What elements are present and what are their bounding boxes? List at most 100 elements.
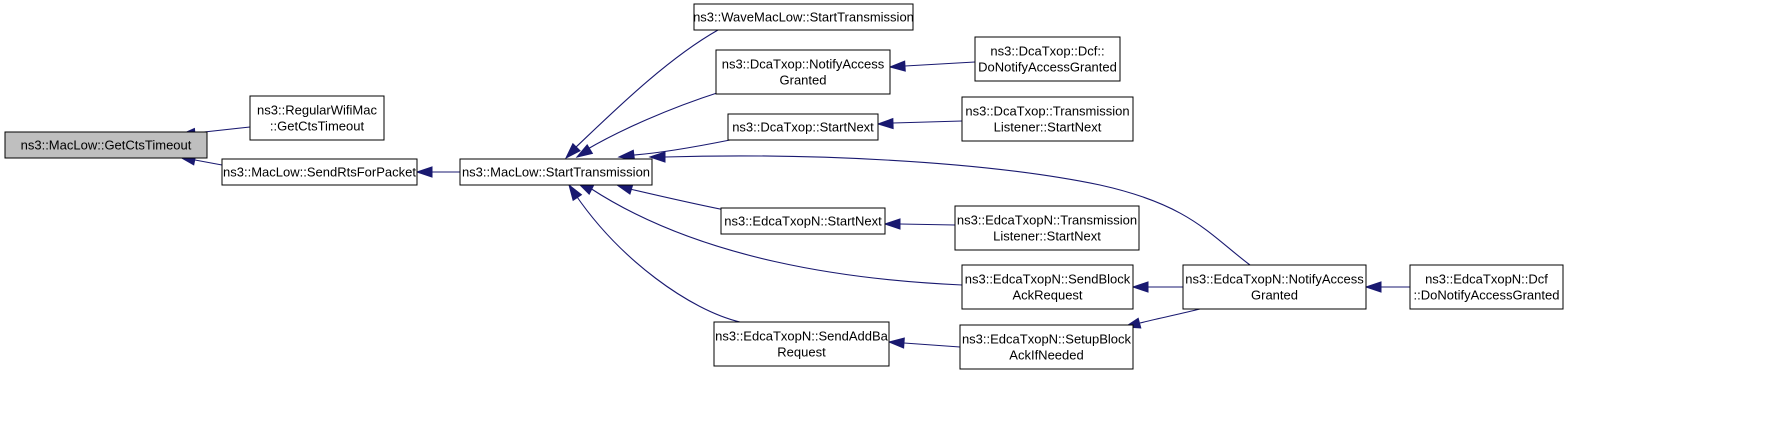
arrowhead-icon bbox=[888, 60, 906, 72]
edge-edcadcf-to-edcanotify bbox=[1364, 281, 1410, 293]
node-dcatxop-startnext[interactable]: ns3::DcaTxop::StartNext bbox=[727, 113, 879, 141]
edge-line bbox=[573, 29, 719, 150]
edge-line bbox=[585, 91, 721, 151]
edge-line bbox=[1139, 308, 1201, 324]
node-label: ns3::EdcaTxopN::Dcf bbox=[1425, 272, 1548, 287]
edge-line bbox=[194, 159, 223, 166]
arrowhead-icon bbox=[648, 151, 666, 163]
node-label: Listener::StartNext bbox=[993, 229, 1101, 244]
node-label: Granted bbox=[1251, 288, 1298, 303]
edge-sendaddba-to-starttx bbox=[568, 183, 741, 323]
arrowhead-icon bbox=[876, 117, 894, 130]
node-label: ns3::EdcaTxopN::SetupBlock bbox=[962, 332, 1132, 347]
arrowhead-icon bbox=[1364, 281, 1382, 293]
node-box bbox=[961, 264, 1134, 310]
node-label: ::GetCtsTimeout bbox=[270, 119, 365, 134]
edge-wave-to-starttx bbox=[564, 29, 719, 160]
arrowhead-icon bbox=[615, 184, 634, 195]
node-label: ns3::DcaTxop::Dcf:: bbox=[990, 44, 1104, 59]
node-label: ns3::DcaTxop::Transmission bbox=[965, 104, 1129, 119]
call-graph-nodes: ns3::MacLow::GetCtsTimeout ns3::RegularWi… bbox=[4, 3, 1564, 370]
edge-starttx-to-sendrts bbox=[415, 166, 460, 178]
node-label: AckIfNeeded bbox=[1009, 348, 1083, 363]
edge-line bbox=[899, 223, 956, 226]
node-box bbox=[249, 95, 385, 141]
node-box bbox=[720, 207, 886, 235]
node-box bbox=[1182, 264, 1367, 310]
edge-dcanotify-to-starttx bbox=[575, 91, 721, 158]
node-label: ns3::DcaTxop::StartNext bbox=[732, 120, 874, 135]
node-maclow-getctstimeout[interactable]: ns3::MacLow::GetCtsTimeout bbox=[4, 131, 208, 159]
edge-line bbox=[589, 187, 963, 286]
node-box bbox=[713, 321, 890, 367]
node-edcatxopn-startnext[interactable]: ns3::EdcaTxopN::StartNext bbox=[720, 207, 886, 235]
node-box bbox=[954, 205, 1140, 251]
node-label: ::DoNotifyAccessGranted bbox=[1414, 288, 1560, 303]
call-graph-edges bbox=[178, 29, 1410, 349]
edge-line bbox=[903, 342, 961, 348]
edge-sendblock-to-starttx bbox=[576, 182, 963, 286]
node-label: Granted bbox=[780, 73, 827, 88]
node-maclow-sendrtsforpacket[interactable]: ns3::MacLow::SendRtsForPacket bbox=[221, 158, 418, 186]
node-box bbox=[459, 158, 653, 186]
node-edcatxopn-notifyaccessgranted[interactable]: ns3::EdcaTxopN::NotifyAccessGranted bbox=[1182, 264, 1367, 310]
node-label: ns3::EdcaTxopN::NotifyAccess bbox=[1185, 272, 1364, 287]
arrowhead-icon bbox=[564, 142, 581, 160]
node-label: AckRequest bbox=[1012, 288, 1082, 303]
node-box bbox=[221, 158, 418, 186]
node-edcatxopn-dcf-donotifyaccessgranted[interactable]: ns3::EdcaTxopN::Dcf::DoNotifyAccessGrant… bbox=[1409, 264, 1564, 310]
node-label: ns3::DcaTxop::NotifyAccess bbox=[722, 57, 885, 72]
arrowhead-icon bbox=[887, 337, 905, 349]
node-label: ns3::EdcaTxopN::StartNext bbox=[724, 214, 882, 229]
node-label: ns3::EdcaTxopN::SendAddBa bbox=[715, 329, 888, 344]
node-dcatxop-transmissionlistener-startnext[interactable]: ns3::DcaTxop::TransmissionListener::Star… bbox=[961, 96, 1134, 142]
arrowhead-icon bbox=[568, 183, 583, 202]
node-box bbox=[693, 3, 914, 31]
edge-setupblock-to-sendaddba bbox=[887, 337, 961, 349]
arrowhead-icon bbox=[575, 144, 594, 158]
node-label: ns3::MacLow::StartTransmission bbox=[462, 165, 650, 180]
node-label: ns3::MacLow::GetCtsTimeout bbox=[21, 138, 192, 153]
node-box bbox=[715, 49, 891, 95]
node-dcatxop-notifyaccessgranted[interactable]: ns3::DcaTxop::NotifyAccessGranted bbox=[715, 49, 891, 95]
edge-edcanext-to-starttx bbox=[615, 184, 726, 211]
node-box bbox=[959, 324, 1134, 370]
node-label: Request bbox=[777, 345, 826, 360]
edge-line bbox=[629, 188, 726, 211]
arrowhead-icon bbox=[415, 166, 433, 178]
edge-line bbox=[633, 139, 731, 156]
edge-setupblock-to-edcanotify bbox=[1123, 308, 1201, 329]
edge-edcalistener-to-edcanext bbox=[883, 218, 956, 230]
edge-line bbox=[904, 61, 976, 67]
node-box bbox=[1409, 264, 1564, 310]
edge-dcalistener-to-dcanext bbox=[876, 117, 963, 130]
node-label: ns3::EdcaTxopN::Transmission bbox=[957, 213, 1137, 228]
edge-line bbox=[892, 120, 963, 124]
edge-line bbox=[664, 155, 1251, 266]
edge-line bbox=[574, 193, 741, 323]
node-box bbox=[974, 36, 1121, 82]
node-wavemaclow-starttransmission[interactable]: ns3::WaveMacLow::StartTransmission bbox=[693, 3, 914, 31]
node-label: DoNotifyAccessGranted bbox=[978, 60, 1117, 75]
edge-edcanotify-to-starttx bbox=[648, 151, 1251, 266]
arrowhead-icon bbox=[1131, 281, 1149, 293]
node-label: ns3::EdcaTxopN::SendBlock bbox=[965, 272, 1131, 287]
node-label: ns3::RegularWifiMac bbox=[257, 103, 377, 118]
arrowhead-icon bbox=[883, 218, 901, 230]
node-dcatxop-dcf-donotifyaccessgranted[interactable]: ns3::DcaTxop::Dcf::DoNotifyAccessGranted bbox=[974, 36, 1121, 82]
edge-dcadcf-to-dcanotify bbox=[888, 60, 976, 72]
node-maclow-starttransmission[interactable]: ns3::MacLow::StartTransmission bbox=[459, 158, 653, 186]
node-box bbox=[961, 96, 1134, 142]
node-box bbox=[4, 131, 208, 159]
node-regularwifimac-getctstimeout[interactable]: ns3::RegularWifiMac::GetCtsTimeout bbox=[249, 95, 385, 141]
node-edcatxopn-transmissionlistener-startnext[interactable]: ns3::EdcaTxopN::TransmissionListener::St… bbox=[954, 205, 1140, 251]
edge-edcanotify-to-sendblock bbox=[1131, 281, 1183, 293]
node-label: ns3::WaveMacLow::StartTransmission bbox=[693, 10, 914, 25]
node-box bbox=[727, 113, 879, 141]
node-label: Listener::StartNext bbox=[994, 120, 1102, 135]
node-label: ns3::MacLow::SendRtsForPacket bbox=[223, 165, 416, 180]
